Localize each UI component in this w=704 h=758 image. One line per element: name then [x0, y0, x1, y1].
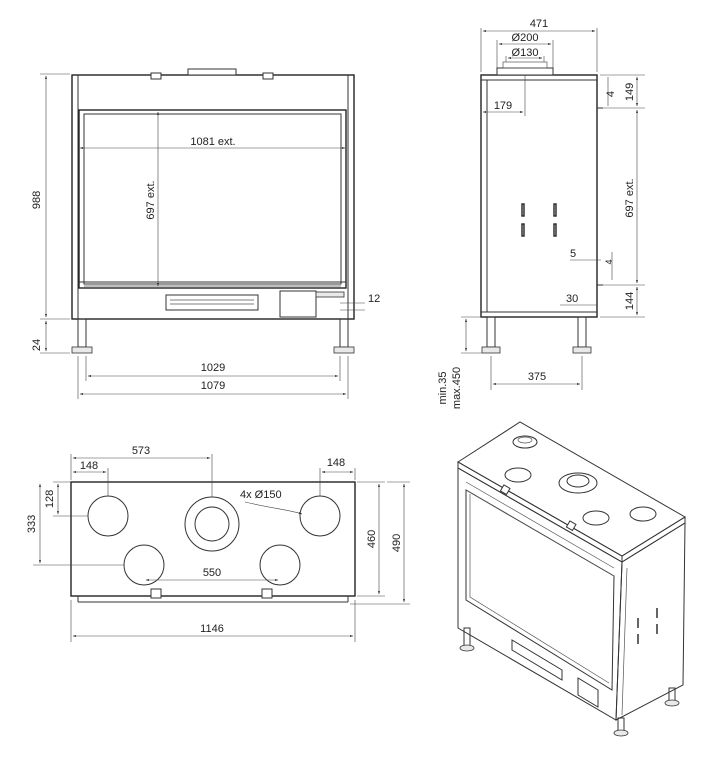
iso-side-face [615, 522, 686, 721]
top-view-lug-right [261, 588, 273, 599]
dim-left-offset: 148 [80, 460, 98, 472]
top-body-outline [70, 481, 356, 597]
side-vents [521, 203, 557, 237]
dim-outer-width: 1079 [201, 380, 225, 392]
front-leg-right [333, 318, 355, 354]
side-leg-front [481, 316, 501, 354]
side-leg-back [572, 316, 592, 354]
dim-height-legs: 24 [31, 339, 43, 351]
iso-flue-inner [566, 474, 590, 488]
dim-top-gap: 4 [605, 91, 617, 97]
iso-top-face [457, 421, 686, 557]
dim-flue-outer: Ø200 [512, 32, 539, 44]
front-leg-left [71, 318, 93, 354]
dim-glass-height: 697 ext. [145, 180, 157, 219]
dim-height-total: 988 [31, 191, 43, 209]
iso-hole-3 [582, 510, 610, 526]
hole-front-right [259, 544, 301, 586]
dim-bottom-offset: 30 [566, 293, 578, 305]
holes-label: 4x Ø150 [240, 489, 282, 501]
dim-depth-inner: 460 [366, 530, 378, 548]
dim-side-glass-height: 697 ext. [624, 178, 636, 217]
top-lug-right [262, 72, 274, 80]
flue-collar-front [187, 68, 237, 76]
dim-right-offset: 148 [327, 457, 345, 469]
iso-lug-1 [499, 484, 511, 496]
dim-small-gap-2: 4 [604, 259, 614, 264]
iso-legs [459, 627, 680, 737]
dim-leg-range-min: min.35 [437, 371, 449, 404]
iso-flue-outer [558, 472, 598, 494]
front-view: 988 24 1081 ext. 697 ext. 12 1029 1079 [31, 68, 380, 399]
dim-front-offset: 128 [44, 490, 56, 508]
hole-rear-right [299, 495, 341, 537]
iso-hole-2 [504, 467, 532, 483]
dim-bottom-gap: 12 [368, 293, 380, 305]
iso-hole-1 [512, 435, 538, 449]
control-lever [315, 291, 345, 298]
dim-hole-spacing: 550 [203, 567, 221, 579]
iso-air-slot [511, 639, 563, 681]
top-view-lug-left [150, 588, 162, 599]
dim-leg-range-max: max.450 [451, 367, 463, 409]
glass-frame [78, 109, 347, 289]
dim-leg-spacing: 375 [528, 371, 546, 383]
dim-depth: 471 [530, 18, 548, 30]
top-view: 573 148 148 128 333 4x Ø150 550 460 49 [26, 445, 410, 642]
dim-top-height: 149 [624, 83, 636, 101]
dim-row-offset: 333 [26, 515, 38, 533]
hole-rear-left [87, 495, 129, 537]
flue-outer-ring [184, 496, 240, 552]
flue-collar-side [496, 67, 554, 76]
dim-glass-width: 1081 ext. [190, 136, 235, 148]
dim-center-offset: 573 [132, 445, 150, 457]
control-box [279, 290, 317, 318]
top-lug-left [150, 72, 162, 80]
air-intake-slot [165, 294, 259, 311]
hole-front-left [123, 544, 165, 586]
flue-inner-ring [194, 506, 230, 542]
dim-total-width: 1146 [200, 623, 224, 635]
dim-flue-offset: 179 [494, 100, 512, 112]
iso-hole-4 [629, 506, 657, 522]
isometric-view [457, 421, 686, 737]
iso-glass [465, 489, 615, 691]
dim-small-gap: 5 [570, 248, 576, 260]
iso-front-face [457, 467, 623, 721]
side-view: 471 Ø200 Ø130 179 4 149 697 ext. 5 4 3 [437, 18, 645, 409]
iso-control-box [577, 677, 599, 708]
dim-bottom-height: 144 [624, 292, 636, 310]
dim-inner-width: 1029 [201, 362, 225, 374]
iso-lug-2 [565, 520, 577, 532]
dim-depth-outer: 490 [391, 534, 403, 552]
dim-flue-inner: Ø130 [512, 47, 539, 59]
